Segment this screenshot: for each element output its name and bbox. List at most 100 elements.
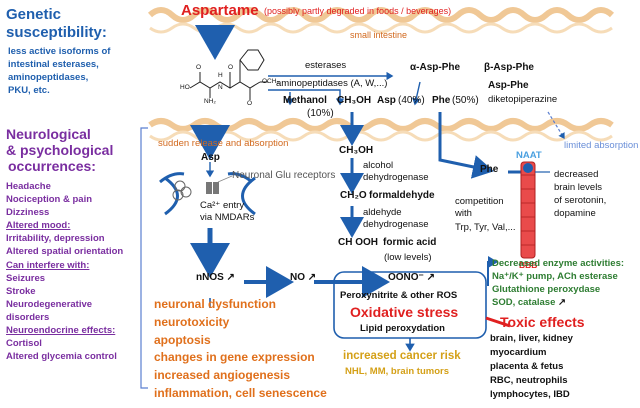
phe-label: Phe bbox=[480, 164, 499, 175]
atom-ho: HO bbox=[180, 84, 190, 91]
neuro-item: disorders bbox=[6, 311, 50, 323]
alcohol-dh-1: alcohol bbox=[363, 160, 394, 171]
glu-receptors-label: Neuronal Glu receptors bbox=[232, 170, 336, 181]
neuro-bracket bbox=[140, 127, 148, 389]
meth-chooh: CH OOH bbox=[338, 237, 378, 248]
atom-och3: OCH₃ bbox=[262, 78, 280, 85]
neuro-altered-mood-label: Altered mood: bbox=[6, 220, 71, 232]
atom-o2: O bbox=[228, 64, 234, 71]
atom-o: O bbox=[196, 64, 202, 71]
toxic-item: brain, liver, kidney bbox=[490, 333, 573, 344]
arrow-phe-down bbox=[438, 112, 494, 179]
toxic-item: placenta & fetus bbox=[490, 361, 564, 372]
methanol-label: Methanol bbox=[283, 95, 327, 106]
neuro-item: Nociception & pain bbox=[6, 194, 93, 206]
outcome-item: changes in gene expression bbox=[154, 350, 315, 365]
neuro-heading-3: occurrences: bbox=[8, 158, 96, 174]
toxic-heading: Toxic effects bbox=[500, 314, 585, 330]
nmda-receptor-2 bbox=[213, 182, 219, 194]
neuro-list: Headache Nociception & pain Dizziness Al… bbox=[6, 180, 123, 363]
toxic-list: brain, liver, kidney myocardium placenta… bbox=[490, 332, 573, 402]
arrow-alpha-down bbox=[412, 81, 421, 106]
lipid-peroxydation-label: Lipid peroxydation bbox=[360, 323, 445, 334]
enzyme-line-text: SOD, catalase bbox=[492, 297, 556, 308]
title-main: Aspartame bbox=[181, 2, 259, 19]
neuro-item: Altered spatial orientation bbox=[6, 246, 124, 258]
cancer-risk-detail: NHL, MM, brain tumors bbox=[345, 366, 449, 377]
neuro-item: Cortisol bbox=[6, 338, 42, 350]
asp-pct: (40%) bbox=[398, 95, 425, 106]
phe-intestine: Phe bbox=[432, 95, 451, 106]
asp-phe: Asp-Phe bbox=[488, 80, 529, 91]
synapse-asp: Asp bbox=[201, 152, 220, 163]
asp-intestine: Asp bbox=[377, 95, 396, 106]
limited-absorption-label: limited absorption bbox=[564, 140, 639, 151]
aldehyde-dh-1: aldehyde bbox=[363, 207, 402, 218]
genetic-heading-2: susceptibility: bbox=[6, 24, 107, 41]
competition-1: competition bbox=[455, 196, 504, 207]
outcome-item: apoptosis bbox=[154, 332, 211, 347]
bbb-column bbox=[520, 161, 536, 259]
phe-pct: (50%) bbox=[452, 95, 479, 106]
diketopiperazine: diketopiperazine bbox=[488, 94, 558, 105]
arrow-ros-enzymes bbox=[487, 256, 498, 286]
decreased-line: brain levels bbox=[554, 182, 603, 193]
toxic-item: RBC, neutrophils bbox=[490, 375, 568, 386]
methanol-pct: (10%) bbox=[307, 108, 334, 119]
nmda-receptor bbox=[206, 182, 212, 194]
atom-n: N bbox=[218, 84, 223, 91]
arrow-limited bbox=[547, 111, 565, 140]
aminopeptidases-label: aminopeptidases (A, W,...) bbox=[276, 78, 388, 89]
naat-label: NAAT bbox=[516, 150, 542, 161]
no-text: NO bbox=[290, 272, 305, 283]
decreased-brain-levels: decreased brain levels of serotonin, dop… bbox=[554, 168, 606, 220]
toxic-item: lymphocytes, IBD bbox=[490, 389, 570, 400]
title-sub: (possibly partly degraded in foods / bev… bbox=[264, 6, 452, 16]
synapse-sketch bbox=[159, 172, 256, 216]
atom-nh2: NH₂ bbox=[204, 98, 216, 105]
neuro-endocrine-label: Neuroendocrine effects: bbox=[6, 325, 116, 337]
enzyme-line: SOD, catalase ↗ bbox=[492, 296, 624, 309]
arrow-aminopeptidases bbox=[268, 89, 345, 106]
meth-ch3oh: CH₃OH bbox=[339, 145, 374, 156]
outcome-item: neurotoxicity bbox=[154, 314, 230, 329]
alcohol-dh-2: dehydrogenase bbox=[363, 172, 429, 183]
neuro-heading-1: Neurological bbox=[6, 126, 91, 142]
cancer-risk-title: increased cancer risk bbox=[343, 350, 461, 362]
atom-h: H bbox=[218, 72, 223, 79]
esterases-label: esterases bbox=[305, 60, 347, 71]
genetic-heading-1: Genetic bbox=[6, 6, 62, 23]
oono-text: OONO⁻ bbox=[388, 272, 424, 283]
outcome-item: inflammation, cell senescence bbox=[154, 385, 327, 400]
up-arrow-icon: ↗ bbox=[555, 297, 566, 308]
up-arrow-icon: ↗ bbox=[223, 272, 235, 283]
sudden-release-label: sudden release and absorption bbox=[158, 138, 289, 149]
up-arrow-icon: ↗ bbox=[305, 272, 317, 283]
arrow-ros-toxic bbox=[485, 316, 511, 328]
nnos-label: nNOS ↗ bbox=[196, 272, 235, 284]
neuro-heading-2: & psychological bbox=[6, 142, 114, 158]
enzyme-line: Na⁺/K⁺ pump, ACh esterase bbox=[492, 271, 618, 282]
ch3oh-intestine: CH₃OH bbox=[337, 95, 372, 106]
neuro-item: Seizures bbox=[6, 272, 46, 284]
atom-o3: O bbox=[247, 100, 253, 107]
meth-ch2o: CH₂O bbox=[340, 190, 367, 201]
intestine-membrane-top bbox=[147, 7, 615, 23]
enzymes-heading: Decreased enzyme activities: bbox=[492, 258, 625, 269]
neuro-item: Stroke bbox=[6, 285, 36, 297]
formaldehyde-label: formaldehyde bbox=[369, 190, 435, 201]
genetic-item: less active isoforms of bbox=[8, 46, 111, 57]
formic-acid-label: formic acid bbox=[383, 237, 437, 248]
neuro-item: Altered glycemia control bbox=[6, 351, 117, 363]
small-intestine-label: small intestine bbox=[350, 30, 408, 40]
nnos-text: nNOS bbox=[196, 272, 224, 283]
outcome-item: increased angiogenesis bbox=[154, 368, 291, 383]
decreased-line: dopamine bbox=[554, 208, 596, 219]
decreased-line: of serotonin, bbox=[554, 195, 607, 206]
ca-entry-2: via NMDARs bbox=[200, 212, 255, 223]
aspartame-molecule bbox=[189, 49, 268, 100]
genetic-item: intestinal esterases, bbox=[8, 59, 99, 70]
outcome-item: neuronal dysfunction bbox=[154, 297, 277, 311]
intestine-membrane-bottom bbox=[148, 118, 614, 132]
